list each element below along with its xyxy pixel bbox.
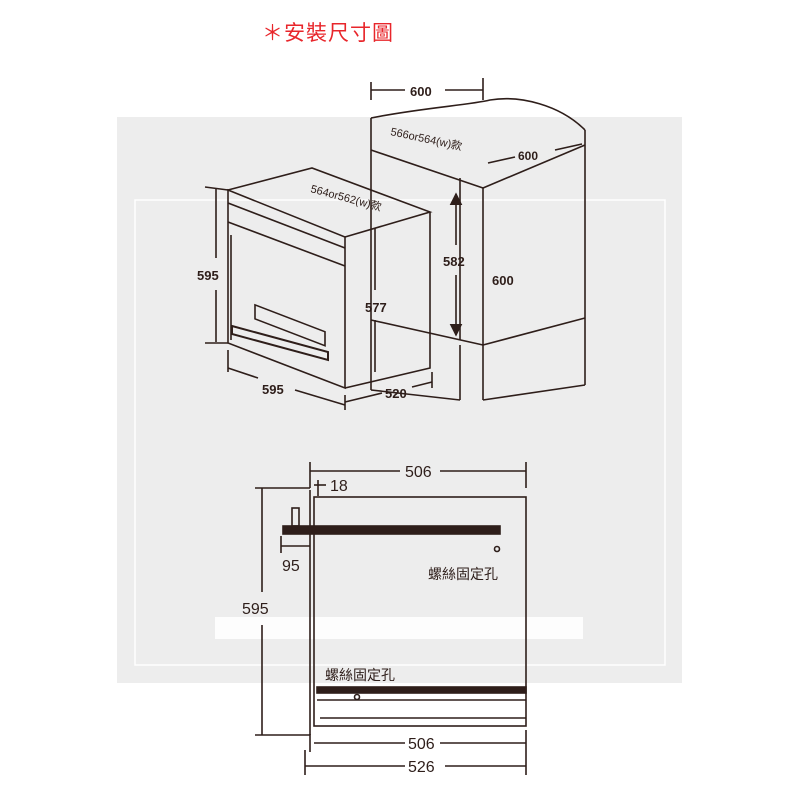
label-side-depth-bottom-total: 526 (408, 759, 435, 776)
label-niche-height: 582 (443, 254, 465, 269)
dim-side-offset (314, 480, 326, 496)
label-side-offset: 18 (330, 478, 348, 495)
label-oven-inner-height: 577 (365, 300, 387, 315)
label-side-front-depth: 95 (282, 558, 300, 575)
label-oven-depth: 520 (385, 386, 407, 401)
label-screw-hole-top: 螺絲固定孔 (428, 566, 498, 582)
dim-cabinet-depth (487, 143, 583, 164)
label-oven-height: 595 (197, 268, 219, 283)
label-oven-width: 595 (262, 382, 284, 397)
label-screw-hole-bottom: 螺絲固定孔 (325, 667, 395, 683)
label-cabinet-depth: 600 (518, 149, 538, 163)
dim-side-depth-top (309, 462, 527, 488)
oven-drawing (227, 167, 433, 390)
label-side-depth-bottom-inner: 506 (408, 736, 435, 753)
dim-oven-width (227, 350, 346, 410)
label-cabinet-width: 600 (410, 84, 432, 99)
dim-side-height (255, 487, 310, 736)
dim-side-depth-bottom-total (304, 750, 526, 775)
dim-oven-height (204, 186, 229, 344)
label-cabinet-height: 600 (492, 273, 514, 288)
side-view-drawing (282, 490, 527, 735)
background-panel (117, 117, 682, 683)
dim-side-depth-bottom-inner (309, 730, 527, 775)
dim-side-front-depth (280, 536, 310, 553)
label-side-height: 595 (242, 601, 269, 618)
dim-cabinet-width (370, 78, 484, 100)
label-side-depth-top: 506 (405, 464, 432, 481)
dim-oven-depth (344, 372, 433, 403)
background-band (215, 617, 583, 639)
page-title: ＊安裝尺寸圖 (262, 21, 394, 45)
